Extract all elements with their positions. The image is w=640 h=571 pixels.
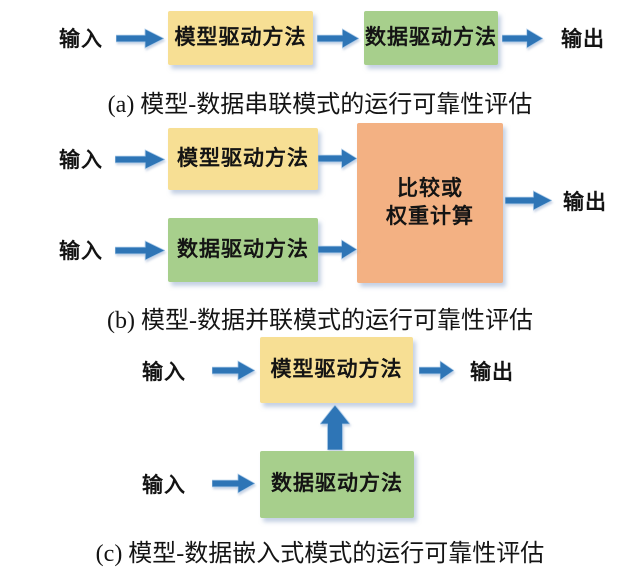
model-driven-box: 模型驱动方法	[168, 11, 313, 65]
arrow-right-icon	[212, 360, 255, 381]
arrow-right-icon	[115, 149, 165, 170]
arrow-right-icon	[505, 190, 552, 211]
compare-weight-box-line1: 比较或	[397, 176, 463, 200]
output-label: 输出	[561, 28, 605, 51]
output-label: 输出	[563, 191, 607, 214]
arrow-right-icon	[419, 360, 454, 381]
data-driven-box: 数据驱动方法	[364, 11, 498, 65]
arrow-right-icon	[502, 28, 543, 49]
input-label: 输入	[59, 28, 103, 51]
input-label: 输入	[59, 149, 103, 172]
model-driven-box: 模型驱动方法	[168, 128, 318, 190]
data-driven-box: 数据驱动方法	[260, 451, 414, 518]
input-label: 输入	[142, 474, 186, 497]
data-driven-box-label: 数据驱动方法	[271, 472, 403, 496]
caption-b: (b) 模型-数据并联模式的运行可靠性评估	[107, 308, 533, 334]
arrow-up-icon	[320, 405, 350, 450]
arrow-right-icon	[317, 28, 359, 49]
data-driven-box-label: 数据驱动方法	[177, 237, 309, 261]
input-label: 输入	[59, 240, 103, 263]
compare-weight-box-line2: 权重计算	[386, 205, 474, 228]
model-driven-box: 模型驱动方法	[260, 337, 413, 403]
arrow-right-icon	[212, 473, 255, 494]
caption-c: (c) 模型-数据嵌入式模式的运行可靠性评估	[95, 541, 545, 567]
data-driven-box: 数据驱动方法	[168, 218, 318, 282]
model-driven-box-label: 模型驱动方法	[174, 25, 307, 49]
data-driven-box-label: 数据驱动方法	[365, 25, 497, 49]
arrow-right-icon	[116, 28, 164, 49]
compare-weight-box: 比较或 权重计算	[357, 123, 503, 283]
arrow-right-icon	[318, 148, 357, 169]
caption-a: (a) 模型-数据串联模式的运行可靠性评估	[107, 92, 533, 118]
arrow-right-icon	[115, 240, 165, 261]
arrow-right-icon	[318, 239, 357, 260]
model-driven-box-label: 模型驱动方法	[177, 146, 309, 170]
model-driven-box-label: 模型驱动方法	[270, 357, 403, 381]
input-label: 输入	[142, 361, 186, 384]
output-label: 输出	[470, 361, 514, 384]
